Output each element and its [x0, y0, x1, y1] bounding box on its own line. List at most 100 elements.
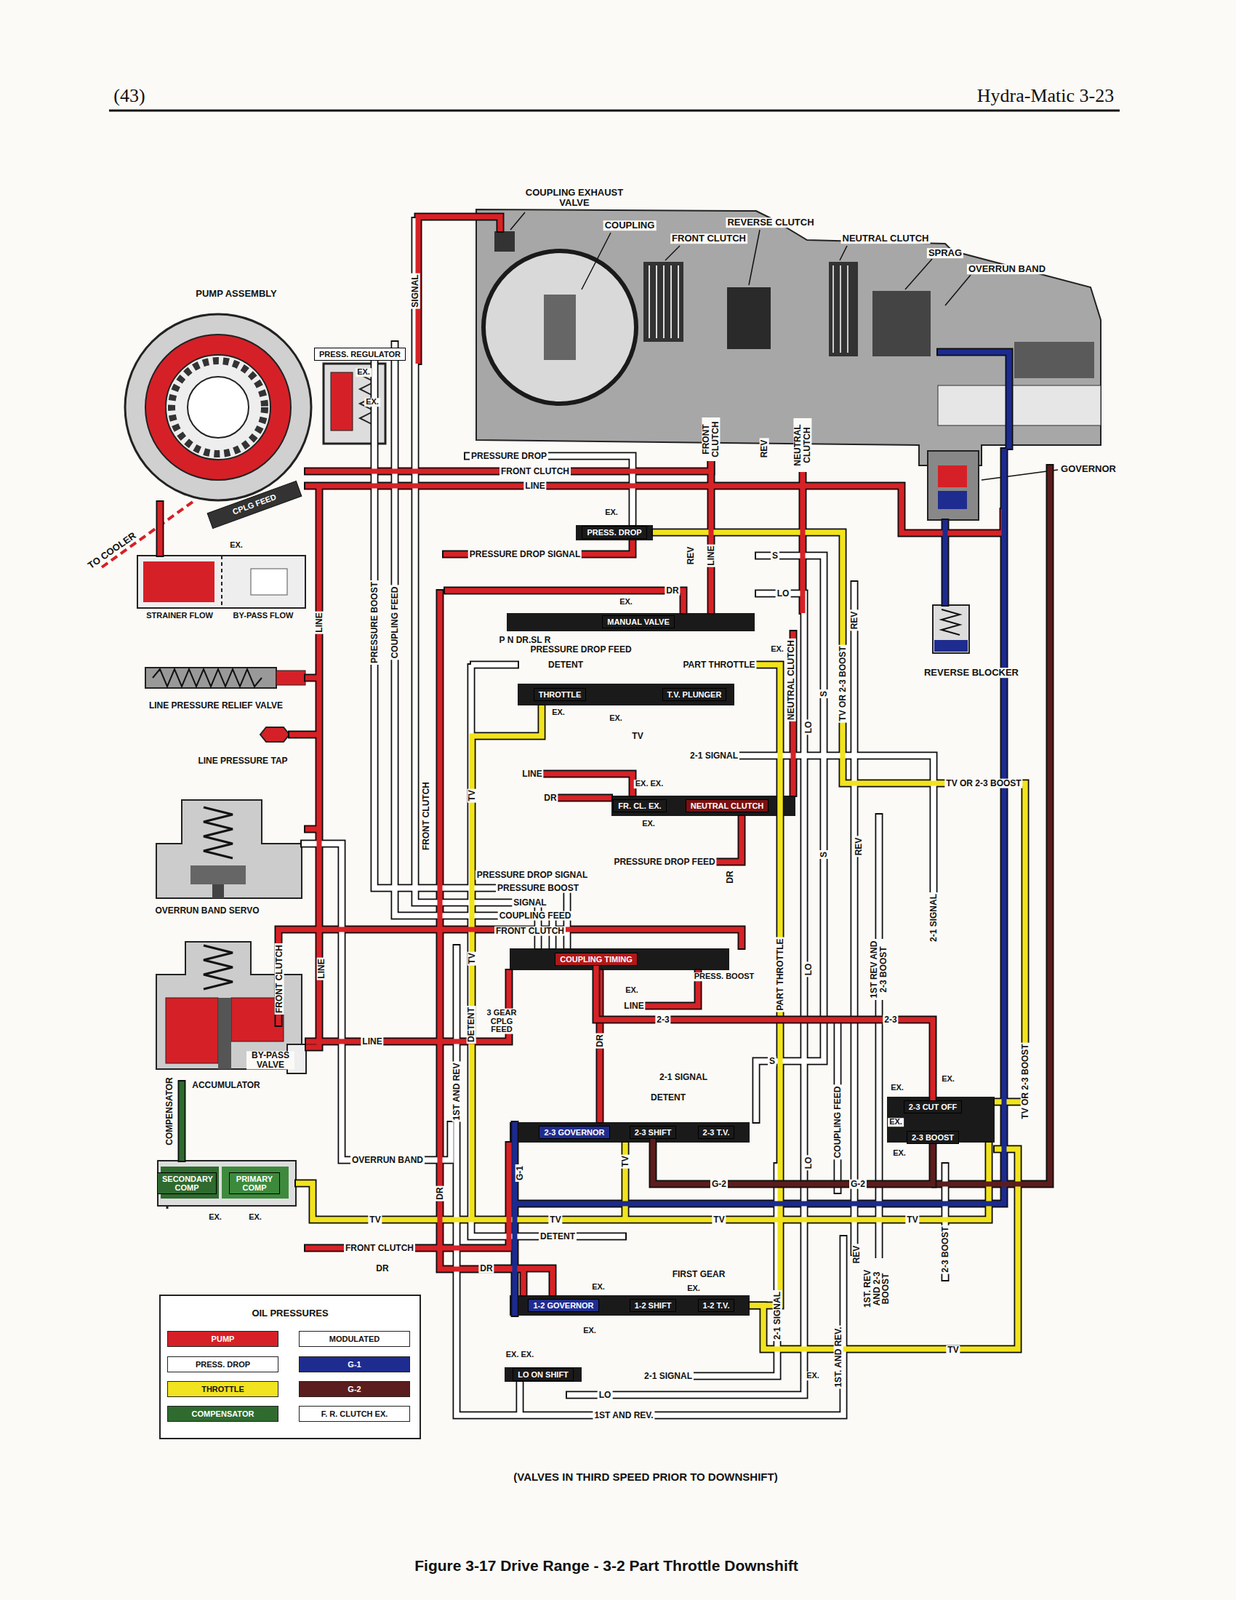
passage-label: SIGNAL — [511, 897, 548, 908]
transmission-section — [483, 250, 637, 404]
strainer — [221, 555, 223, 608]
passage-label: LINE PRESSURE TAP — [196, 756, 289, 766]
passage-label: TV — [630, 731, 645, 741]
valve-name: PRESS. REGULATOR — [319, 349, 401, 359]
part-label: OVERRUN BAND — [966, 263, 1047, 275]
passage-label: DR — [595, 1032, 605, 1048]
oil-passage — [159, 216, 1050, 1415]
passage-label: 2-1 SIGNAL — [929, 892, 939, 943]
leader-line — [748, 229, 760, 286]
passage-label: DETENT — [538, 1231, 577, 1242]
compensator-passage — [179, 1081, 185, 1161]
valve-box: NEUTRAL CLUTCH — [685, 799, 770, 813]
part-label: SPRAG — [927, 247, 964, 259]
valve-box: FR. CL. EX. — [612, 799, 666, 813]
valve-bore — [509, 1121, 750, 1143]
pump-passage — [708, 450, 714, 613]
overrun-band-servo — [156, 799, 302, 898]
transmission-section — [727, 287, 771, 349]
strainer — [137, 555, 306, 608]
compensator-valve — [221, 1166, 289, 1199]
passage-label: LINE — [360, 1036, 384, 1047]
passage-label: TV — [711, 1214, 726, 1225]
oil-line-connector — [652, 1138, 933, 1184]
passage-label: LINE — [520, 769, 544, 779]
page-header: (43) — [111, 85, 147, 106]
passage-label: LINE — [316, 956, 327, 980]
passage-label: FRONT CLUTCH — [274, 942, 285, 1015]
passage-label: 2-3 — [655, 1014, 671, 1025]
passage-label: DR — [478, 1263, 494, 1274]
line-pressure-relief-valve — [152, 668, 262, 687]
header-rule — [109, 109, 1120, 112]
passage-label: EX. — [550, 708, 567, 717]
reverse-blocker — [934, 639, 968, 652]
transmission-section — [927, 450, 979, 520]
valve-box: THROTTLE — [533, 687, 587, 701]
passage-label: EX. — [887, 1117, 904, 1127]
legend-swatch: THROTTLE — [167, 1380, 279, 1397]
passage-label: S — [819, 849, 829, 859]
transmission-section — [643, 261, 684, 342]
pressure-drop-passage — [517, 1381, 523, 1415]
valve-box: PRESS. DROP — [581, 525, 647, 539]
valve-bore — [611, 795, 796, 816]
passage-label: TV — [467, 950, 477, 965]
transmission-section — [828, 261, 858, 357]
passage-label: PRESSURE DROP SIGNAL — [468, 549, 582, 560]
legend-text: PUMP — [211, 1334, 235, 1343]
passage-label: EX. — [207, 1212, 224, 1222]
passage-label: DETENT — [546, 660, 585, 670]
passage-label: COUPLING FEED — [390, 585, 400, 661]
valve-box: MANUAL VALVE — [602, 615, 675, 629]
pump-assembly — [125, 314, 312, 501]
transmission-section — [937, 465, 967, 488]
pump-assembly — [187, 376, 249, 438]
passage-label: 2-1 SIGNAL — [642, 1371, 694, 1381]
strainer — [250, 568, 288, 595]
transmission-section — [1014, 341, 1095, 379]
governor-2-passage — [932, 465, 1050, 1184]
strainer — [137, 555, 306, 608]
transmission-section — [476, 209, 1101, 520]
passage-label: PART THROTTLE — [681, 660, 757, 670]
leader-line — [905, 258, 933, 290]
passage-label: TV OR 2-3 BOOST — [944, 778, 1023, 789]
line-pressure-relief-valve — [145, 667, 277, 688]
pump-passage — [306, 969, 509, 1042]
passage-label: FRONT CLUTCH — [701, 417, 720, 461]
pump-assembly — [165, 354, 271, 460]
legend-text: F. R. CLUTCH EX. — [321, 1409, 389, 1418]
pump-passage — [418, 216, 501, 364]
passage-label: TV — [945, 1345, 960, 1355]
transmission-section — [937, 490, 967, 509]
valve-name: MANUAL VALVE — [607, 617, 670, 626]
passage-label: TV — [620, 1153, 631, 1168]
reverse-blocker — [941, 609, 960, 635]
passage-label: NEUTRAL CLUTCH — [786, 638, 797, 722]
passage-label: REV — [849, 610, 860, 632]
accumulator — [218, 997, 232, 1069]
valve-name: T.V. PLUNGER — [667, 689, 722, 699]
part-label: (VALVES IN THIRD SPEED PRIOR TO DOWNSHIF… — [511, 1470, 779, 1483]
passage-label: EX. — [247, 1212, 264, 1222]
valve-bore — [506, 612, 755, 632]
valve-name: 1-2 GOVERNOR — [532, 1300, 594, 1310]
passage-label: 1ST. AND REV. — [833, 1324, 844, 1388]
passage-label: PRESSURE DROP — [469, 451, 549, 461]
passage-label: P N DR.SL R — [498, 635, 553, 645]
passage-label: EX. — [603, 508, 620, 517]
part-label: NEUTRAL CLUTCH — [841, 233, 931, 244]
valve-name: 1-2 SHIFT — [634, 1300, 672, 1310]
part-label: TO COOLER — [85, 529, 139, 572]
passage-label: DR — [435, 1185, 445, 1201]
pressure-drop-passage — [301, 218, 946, 1415]
passage-label: PRESSURE DROP FEED — [528, 644, 633, 655]
valve-name: PRIMARY COMP — [234, 1174, 275, 1192]
passage-label: ACCUMULATOR — [190, 1080, 262, 1090]
throttle-passage — [652, 532, 1026, 1102]
overrun-band-servo — [156, 799, 302, 898]
passage-label: TV OR 2-3 BOOST — [1020, 1041, 1031, 1120]
governor-1-passage — [514, 448, 1005, 1204]
governor-1-passage — [512, 1203, 518, 1316]
